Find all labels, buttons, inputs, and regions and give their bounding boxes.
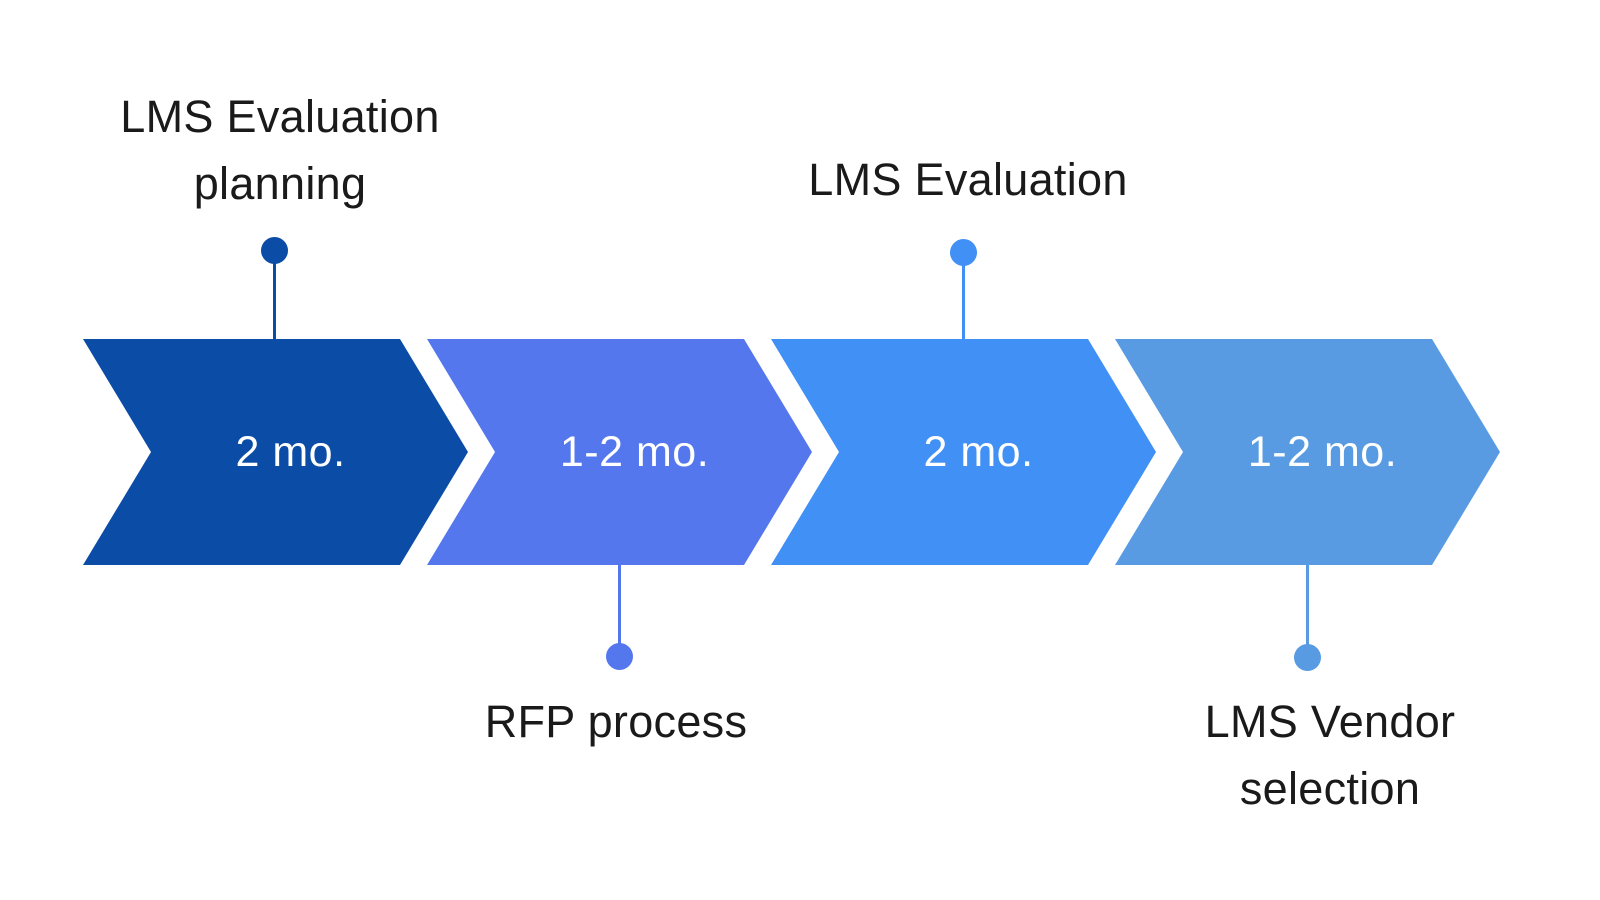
step-3-label: LMS Evaluation [708, 146, 1228, 213]
connector-line-3 [962, 252, 965, 339]
timeline-marker-dot-3 [950, 239, 977, 266]
step-1-label: LMS Evaluation planning [20, 83, 540, 217]
step-3-label-line-1: LMS Evaluation [808, 154, 1128, 205]
connector-line-2 [618, 565, 621, 645]
chevron-step-4: 1-2 mo. [1115, 339, 1500, 565]
step-1-label-line-1: LMS Evaluation [120, 91, 440, 142]
timeline-marker-dot-4 [1294, 644, 1321, 671]
step-2-duration: 1-2 mo. [559, 427, 710, 476]
chevron-step-2: 1-2 mo. [427, 339, 812, 565]
step-2-label-line-1: RFP process [484, 696, 748, 747]
step-2-label: RFP process [356, 688, 876, 755]
timeline-marker-dot-2 [606, 643, 633, 670]
step-4-label: LMS Vendor selection [1070, 688, 1590, 822]
timeline-marker-dot-1 [261, 237, 288, 264]
chevron-step-1: 2 mo. [83, 339, 468, 565]
chevron-step-3: 2 mo. [771, 339, 1156, 565]
connector-line-4 [1306, 565, 1309, 645]
step-1-label-line-2: planning [193, 158, 367, 209]
connector-line-1 [273, 250, 276, 339]
step-3-duration: 2 mo. [923, 427, 1034, 476]
step-4-label-line-2: selection [1239, 763, 1421, 814]
step-1-duration: 2 mo. [235, 427, 346, 476]
step-4-duration: 1-2 mo. [1247, 427, 1398, 476]
step-4-label-line-1: LMS Vendor [1204, 696, 1456, 747]
